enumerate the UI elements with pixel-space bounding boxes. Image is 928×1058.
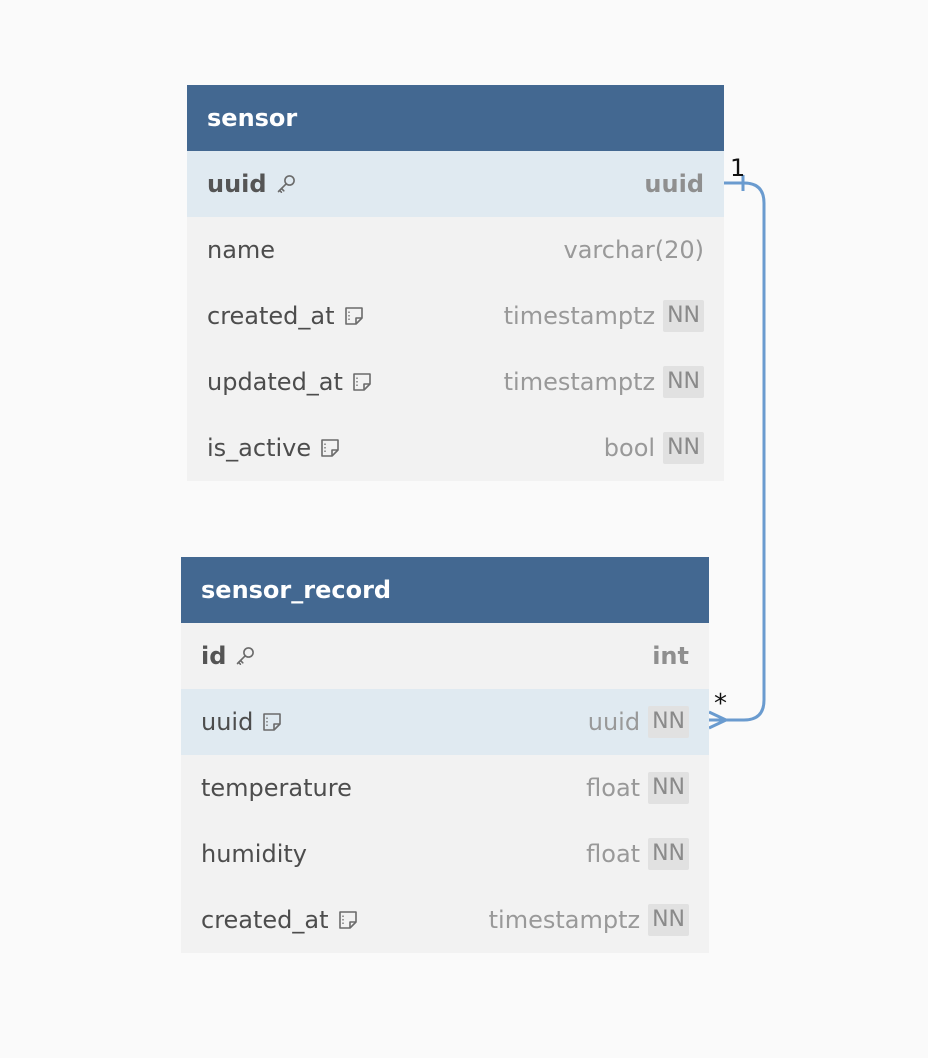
- note-icon[interactable]: [261, 711, 283, 733]
- column-name: updated_at: [207, 368, 343, 396]
- column-type: bool: [603, 434, 656, 462]
- note-icon[interactable]: [343, 305, 365, 327]
- column-type: int: [652, 642, 689, 670]
- column-name-cell: created_at: [207, 302, 365, 330]
- column-name-cell: created_at: [201, 906, 359, 934]
- key-icon: [234, 645, 256, 667]
- column-name-cell: uuid: [207, 170, 297, 198]
- not-null-badge: NN: [663, 300, 704, 332]
- table-title: sensor: [207, 104, 298, 132]
- column-name: uuid: [207, 170, 267, 198]
- not-null-badge: NN: [648, 706, 689, 738]
- not-null-badge: NN: [663, 366, 704, 398]
- column-name-cell: name: [207, 236, 275, 264]
- column-name-cell: id: [201, 642, 256, 670]
- column-type: uuid: [644, 170, 704, 198]
- column-name: id: [201, 642, 227, 670]
- table-row-name[interactable]: name varchar(20): [187, 217, 724, 283]
- table-row-uuid[interactable]: uuid uuid: [187, 151, 724, 217]
- table-header[interactable]: sensor: [187, 85, 724, 151]
- column-type: uuid: [587, 708, 641, 736]
- key-icon: [275, 173, 297, 195]
- column-type: float: [586, 774, 641, 802]
- table-header[interactable]: sensor_record: [181, 557, 709, 623]
- note-icon[interactable]: [337, 909, 359, 931]
- not-null-badge: NN: [648, 838, 689, 870]
- column-name: created_at: [201, 906, 329, 934]
- column-type: timestamptz: [488, 906, 641, 934]
- not-null-badge: NN: [648, 772, 689, 804]
- not-null-badge: NN: [663, 432, 704, 464]
- column-name: name: [207, 236, 276, 264]
- column-name-cell: updated_at: [207, 368, 373, 396]
- column-type-cell: int: [652, 642, 689, 670]
- table-sensor[interactable]: sensor uuid uuid name varchar(20) created_at…: [187, 85, 724, 481]
- column-name: temperature: [201, 774, 352, 802]
- column-name: humidity: [201, 840, 307, 868]
- column-name: uuid: [201, 708, 254, 736]
- column-type-cell: uuid: [644, 170, 704, 198]
- column-name-cell: humidity: [201, 840, 307, 868]
- note-icon[interactable]: [351, 371, 373, 393]
- table-row-id[interactable]: id int: [181, 623, 709, 689]
- table-title: sensor_record: [201, 576, 392, 604]
- column-type: timestamptz: [503, 302, 656, 330]
- column-name-cell: is_active: [207, 434, 341, 462]
- column-name: is_active: [207, 434, 312, 462]
- column-name-cell: temperature: [201, 774, 352, 802]
- column-name: created_at: [207, 302, 335, 330]
- column-type: varchar(20): [563, 236, 705, 264]
- column-type: timestamptz: [503, 368, 656, 396]
- cardinality-one-label: 1: [730, 154, 746, 182]
- cardinality-many-label: *: [714, 689, 727, 719]
- column-name-cell: uuid: [201, 708, 283, 736]
- column-type-cell: varchar(20): [564, 236, 705, 264]
- not-null-badge: NN: [648, 904, 689, 936]
- note-icon[interactable]: [319, 437, 341, 459]
- column-type: float: [586, 840, 641, 868]
